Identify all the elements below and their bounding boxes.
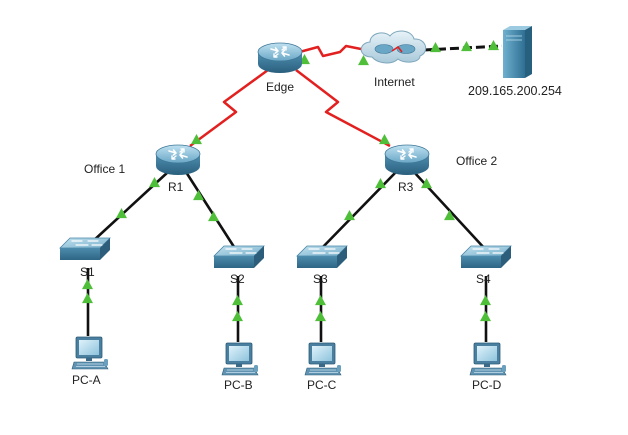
pc-b[interactable]: PC-B xyxy=(221,342,259,392)
link-up-indicator xyxy=(315,311,326,322)
link-r3-s3[interactable] xyxy=(319,171,397,251)
internet-cloud[interactable]: Internet xyxy=(360,30,427,89)
pc-icon xyxy=(469,342,507,376)
pc-icon xyxy=(71,336,109,370)
switch-s2-label: S2 xyxy=(230,272,245,286)
link-up-indicator xyxy=(232,311,243,322)
switch-s1[interactable]: S1 xyxy=(59,237,111,279)
office-2-label: Office 2 xyxy=(456,154,497,168)
link-up-indicator xyxy=(82,293,93,304)
cloud-icon xyxy=(360,30,427,64)
internet-label: Internet xyxy=(374,75,415,89)
pc-icon xyxy=(304,342,342,376)
server-icon xyxy=(503,26,532,78)
pc-d-label: PC-D xyxy=(472,378,502,392)
switch-icon xyxy=(460,245,512,269)
link-up-indicator xyxy=(480,295,491,306)
link-edge-r3[interactable] xyxy=(295,69,391,148)
link-r1-s2[interactable] xyxy=(184,171,238,251)
switch-s2[interactable]: S2 xyxy=(213,245,265,286)
server-ip-label: 209.165.200.254 xyxy=(468,84,562,98)
link-up-indicator xyxy=(208,211,219,222)
router-edge-label: Edge xyxy=(266,80,294,94)
link-up-indicator xyxy=(480,311,491,322)
router-edge[interactable]: Edge xyxy=(257,42,303,94)
link-edge-internet[interactable] xyxy=(291,44,367,58)
switch-s3[interactable]: S3 xyxy=(296,245,348,286)
router-r3[interactable]: R3 xyxy=(384,144,430,194)
link-edge-r1[interactable] xyxy=(189,68,269,148)
pc-icon xyxy=(221,342,259,376)
router-icon xyxy=(257,42,303,74)
pc-a[interactable]: PC-A xyxy=(71,336,109,387)
pc-c-label: PC-C xyxy=(307,378,337,392)
link-up-indicator xyxy=(232,295,243,306)
link-up-indicator xyxy=(193,190,204,201)
pc-c[interactable]: PC-C xyxy=(304,342,342,392)
switch-s4-label: S4 xyxy=(476,272,491,286)
pc-a-label: PC-A xyxy=(72,373,101,387)
switch-s1-label: S1 xyxy=(80,265,95,279)
router-r3-label: R3 xyxy=(398,180,414,194)
link-up-indicator xyxy=(82,279,93,290)
switch-icon xyxy=(59,237,111,261)
link-up-indicator xyxy=(430,42,441,53)
pc-d[interactable]: PC-D xyxy=(469,342,507,392)
pc-b-label: PC-B xyxy=(224,378,253,392)
switch-icon xyxy=(296,245,348,269)
link-up-indicator xyxy=(461,41,472,52)
switch-s4[interactable]: S4 xyxy=(460,245,512,286)
router-r1-label: R1 xyxy=(168,180,184,194)
switch-s3-label: S3 xyxy=(313,272,328,286)
link-up-indicator xyxy=(315,295,326,306)
server-host[interactable]: 209.165.200.254 xyxy=(468,26,562,98)
switch-icon xyxy=(213,245,265,269)
office-1-label: Office 1 xyxy=(84,162,125,176)
router-icon xyxy=(384,144,430,176)
router-icon xyxy=(155,144,201,176)
router-r1[interactable]: R1 xyxy=(155,144,201,194)
link-up-indicator xyxy=(379,134,390,145)
links xyxy=(86,44,503,342)
router-icon xyxy=(374,44,394,54)
